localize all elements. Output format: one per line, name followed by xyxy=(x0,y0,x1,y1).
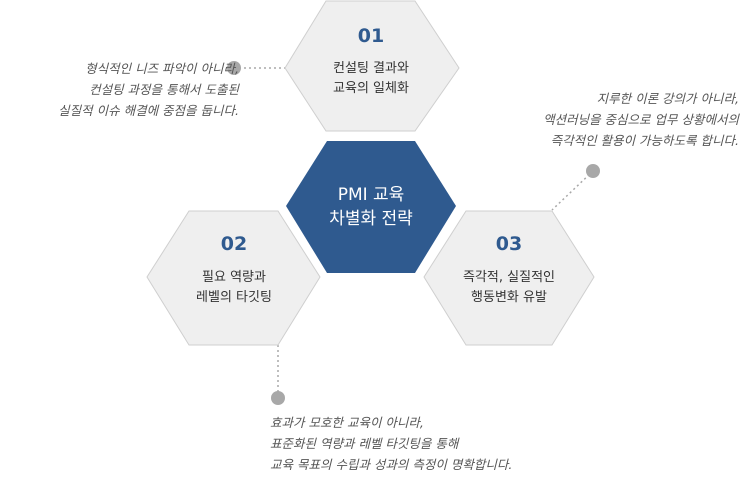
center-title-line-2: 차별화 전략 xyxy=(329,209,413,229)
description-02: 효과가 모호한 교육이 아니라, 표준화된 역량과 레벨 타깃팅을 통해 교육 … xyxy=(270,412,512,475)
description-01-line-1: 형식적인 니즈 파악이 아니라, xyxy=(85,61,239,76)
hexagon-02-number: 02 xyxy=(221,233,247,255)
connector-dot-01 xyxy=(227,61,241,75)
center-title-line-1: PMI 교육 xyxy=(338,185,405,205)
hexagon-03-label-line-2: 행동변화 유발 xyxy=(471,289,547,305)
description-03: 지루한 이론 강의가 아니라, 액션러닝을 중심으로 업무 상황에서의 즉각적인… xyxy=(543,88,739,151)
description-03-line-2: 액션러닝을 중심으로 업무 상황에서의 xyxy=(543,112,739,127)
hexagon-01 xyxy=(284,0,460,132)
description-03-line-3: 즉각적인 활용이 가능하도록 합니다. xyxy=(550,133,739,148)
hexagon-03-label-line-1: 즉각적, 실질적인 xyxy=(463,270,555,285)
connector-dot-03 xyxy=(586,164,600,178)
description-01-line-3: 실질적 이슈 해결에 중점을 둡니다. xyxy=(58,103,239,118)
description-03-line-1: 지루한 이론 강의가 아니라, xyxy=(596,91,739,106)
center-hexagon xyxy=(286,141,456,273)
connector-03 xyxy=(551,170,594,211)
hexagon-02-label-line-1: 필요 역량과 xyxy=(202,270,266,285)
hexagon-03 xyxy=(423,210,595,346)
description-02-line-1: 효과가 모호한 교육이 아니라, xyxy=(270,415,424,430)
description-01-line-2: 컨설팅 과정을 통해서 도출된 xyxy=(89,82,239,97)
description-01: 형식적인 니즈 파악이 아니라, 컨설팅 과정을 통해서 도출된 실질적 이슈 … xyxy=(58,58,239,121)
hexagon-01-label-line-2: 교육의 일체화 xyxy=(333,81,409,96)
hexagon-01-number: 01 xyxy=(358,25,384,47)
hexagon-02-label-line-2: 레벨의 타깃팅 xyxy=(196,290,272,305)
connector-dot-02 xyxy=(271,391,285,405)
description-02-line-3: 교육 목표의 수립과 성과의 측정이 명확합니다. xyxy=(270,457,513,472)
hexagon-03-number: 03 xyxy=(496,233,522,255)
description-02-line-2: 표준화된 역량과 레벨 타깃팅을 통해 xyxy=(270,436,459,451)
hexagon-02 xyxy=(146,210,321,346)
hexagon-01-label-line-1: 컨설팅 결과와 xyxy=(333,61,409,76)
